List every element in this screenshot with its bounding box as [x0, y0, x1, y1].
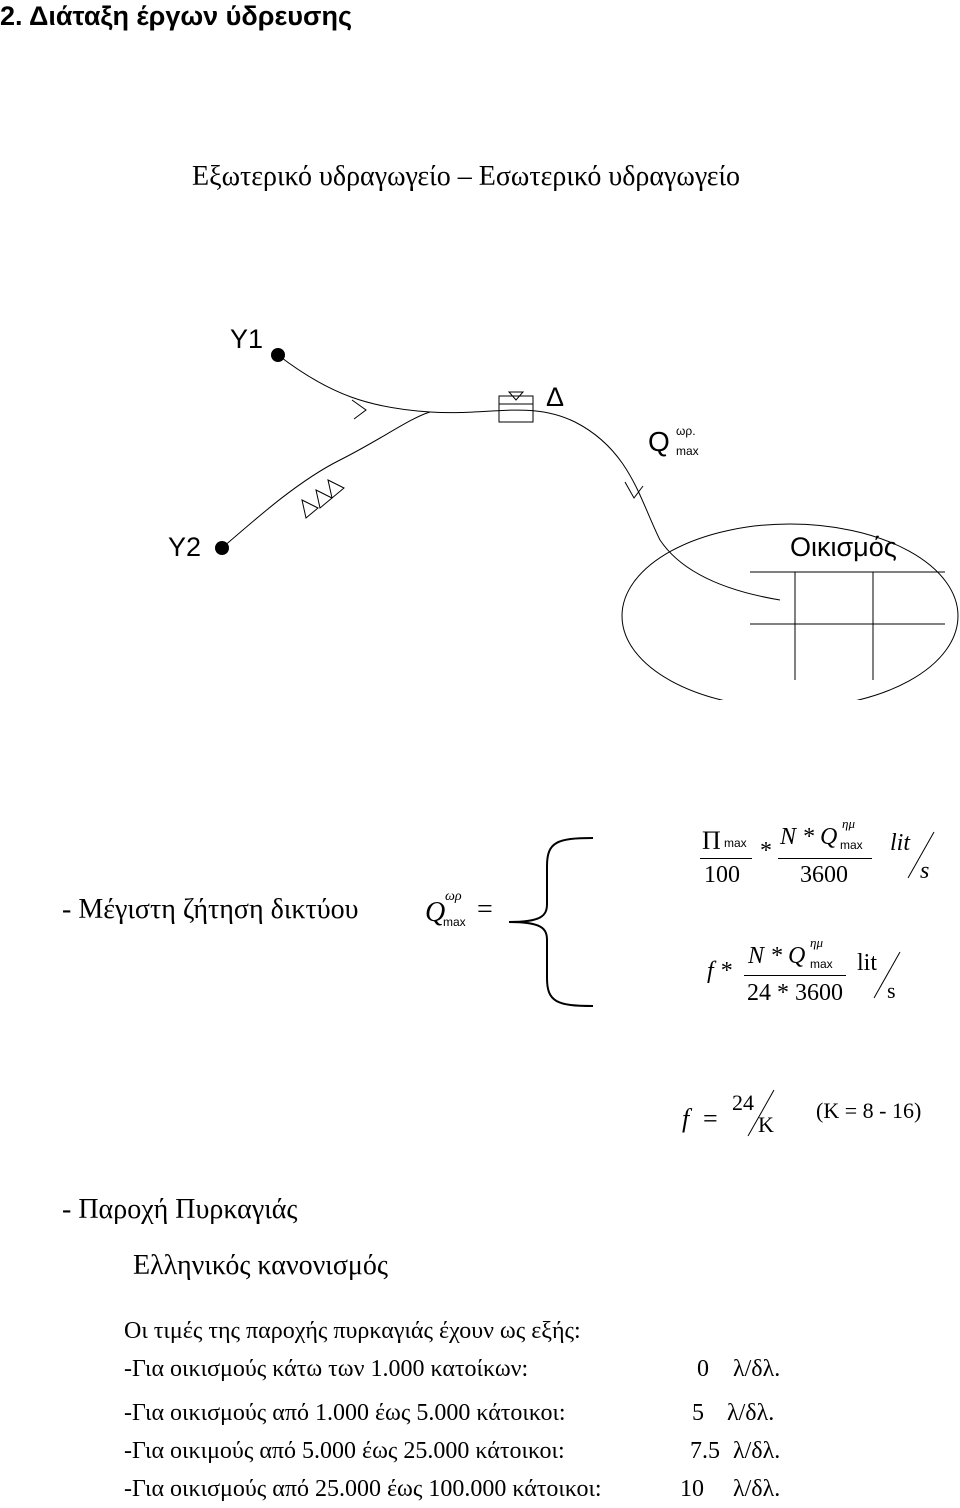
- flow-arrow-1: [351, 399, 367, 420]
- fire-intro: Οι τιμές της παροχής πυρκαγιάς έχουν ως …: [124, 1318, 581, 1344]
- formula-1-num-2: N * Q ημ max: [780, 816, 863, 852]
- formula-1-fraction-bar-2: [778, 858, 872, 859]
- lhs-sup: ωρ: [445, 889, 462, 904]
- pi-sub: max: [724, 836, 747, 850]
- formula-1-unit-num: lit: [890, 830, 911, 856]
- fire-subtitle: Ελληνικός κανονισμός: [133, 1250, 389, 1281]
- fire-row-label: -Για οικισμούς κάτω των 1.000 κατοίκων:: [124, 1356, 529, 1382]
- num2-sub: max: [840, 838, 863, 852]
- settlement-boundary: [621, 523, 959, 700]
- y2-source-dot: [215, 541, 229, 555]
- pi-symbol: Π: [702, 826, 721, 855]
- fire-row-label: -Για οικισμούς από 1.000 έως 5.000 κάτοι…: [124, 1400, 566, 1426]
- fire-row-value: 0: [697, 1356, 709, 1382]
- fire-title: - Παροχή Πυρκαγιάς: [62, 1194, 298, 1225]
- fire-row-value: 7.5: [690, 1438, 720, 1464]
- f-lhs: f: [682, 1104, 690, 1133]
- f2-num-sub: max: [810, 957, 833, 971]
- scheme-title: Εξωτερικό υδραγωγείο – Εσωτερικό υδραγωγ…: [192, 161, 741, 192]
- y1-source-dot: [271, 348, 285, 362]
- formula-2-unit-den: s: [887, 978, 896, 1003]
- formula-2-unit-slash: [873, 951, 901, 999]
- formula-1-den-1: 100: [704, 862, 740, 888]
- f-num: 24: [732, 1090, 754, 1115]
- formula-2-num: N * Q ημ max: [748, 935, 833, 971]
- lhs-sub: max: [443, 915, 466, 929]
- formula-1-unit-den: s: [920, 858, 930, 884]
- f2-num-sup: ημ: [810, 935, 823, 950]
- q-letter: Q: [648, 426, 670, 457]
- curly-brace: [508, 837, 594, 1007]
- formula-1-den-2: 3600: [800, 862, 848, 888]
- formula-1-pi: Π max: [702, 826, 747, 856]
- settlement-label: Οικισμός: [790, 532, 897, 562]
- fire-row-unit: λ/δλ.: [733, 1438, 781, 1464]
- lhs-q-max: Q ωρ max: [425, 889, 466, 929]
- fire-row-label: -Για οικισμούς από 25.000 έως 100.000 κά…: [124, 1476, 602, 1502]
- q-subscript: max: [676, 444, 699, 458]
- q-hourly-max: Q ωρ. max: [648, 424, 699, 458]
- formula-1-times: *: [760, 838, 772, 864]
- settlement-grid: [750, 571, 945, 680]
- water-supply-diagram: [215, 348, 959, 700]
- f-range: (K = 8 - 16): [816, 1098, 922, 1123]
- delta-label: Δ: [546, 382, 565, 412]
- num2-sup: ημ: [842, 816, 855, 831]
- main-pipeline: [277, 354, 781, 601]
- f-den: K: [758, 1112, 774, 1137]
- formula-2-fraction-bar: [744, 975, 846, 976]
- f2-num-text: N * Q: [748, 943, 806, 969]
- fire-row-unit: λ/δλ.: [727, 1400, 775, 1426]
- fire-row-unit: λ/δλ.: [733, 1476, 781, 1502]
- reservoir-tank: [498, 391, 534, 423]
- secondary-pipeline: [221, 411, 431, 549]
- max-demand-label: - Μέγιστη ζήτηση δικτύου: [62, 894, 359, 925]
- f-equals: =: [703, 1104, 718, 1133]
- formula-1-fraction-bar-1: [700, 858, 752, 859]
- pump-symbols: [301, 479, 345, 519]
- fire-row-value: 10: [680, 1476, 704, 1502]
- page-heading: 2. Διάταξη έργων ύδρευσης: [0, 1, 352, 31]
- formula-2-unit-num: lit: [857, 950, 878, 976]
- formula-2-f-times: f *: [707, 958, 732, 984]
- lhs-q: Q: [425, 897, 446, 928]
- fire-row-unit: λ/δλ.: [733, 1356, 781, 1382]
- y2-label: Υ2: [168, 532, 202, 562]
- f-slash: [747, 1089, 775, 1137]
- formula-1-unit-slash: [907, 831, 935, 879]
- formula-2-den: 24 * 3600: [747, 980, 843, 1006]
- lhs-equals: =: [477, 894, 493, 925]
- fire-row-value: 5: [692, 1400, 704, 1426]
- y1-label: Υ1: [230, 324, 264, 354]
- fire-row-label: -Για οικιμούς από 5.000 έως 25.000 κάτοι…: [124, 1438, 565, 1464]
- num2-text: N * Q: [780, 824, 838, 850]
- q-superscript: ωρ.: [676, 424, 696, 438]
- flow-arrow-2: [624, 481, 644, 499]
